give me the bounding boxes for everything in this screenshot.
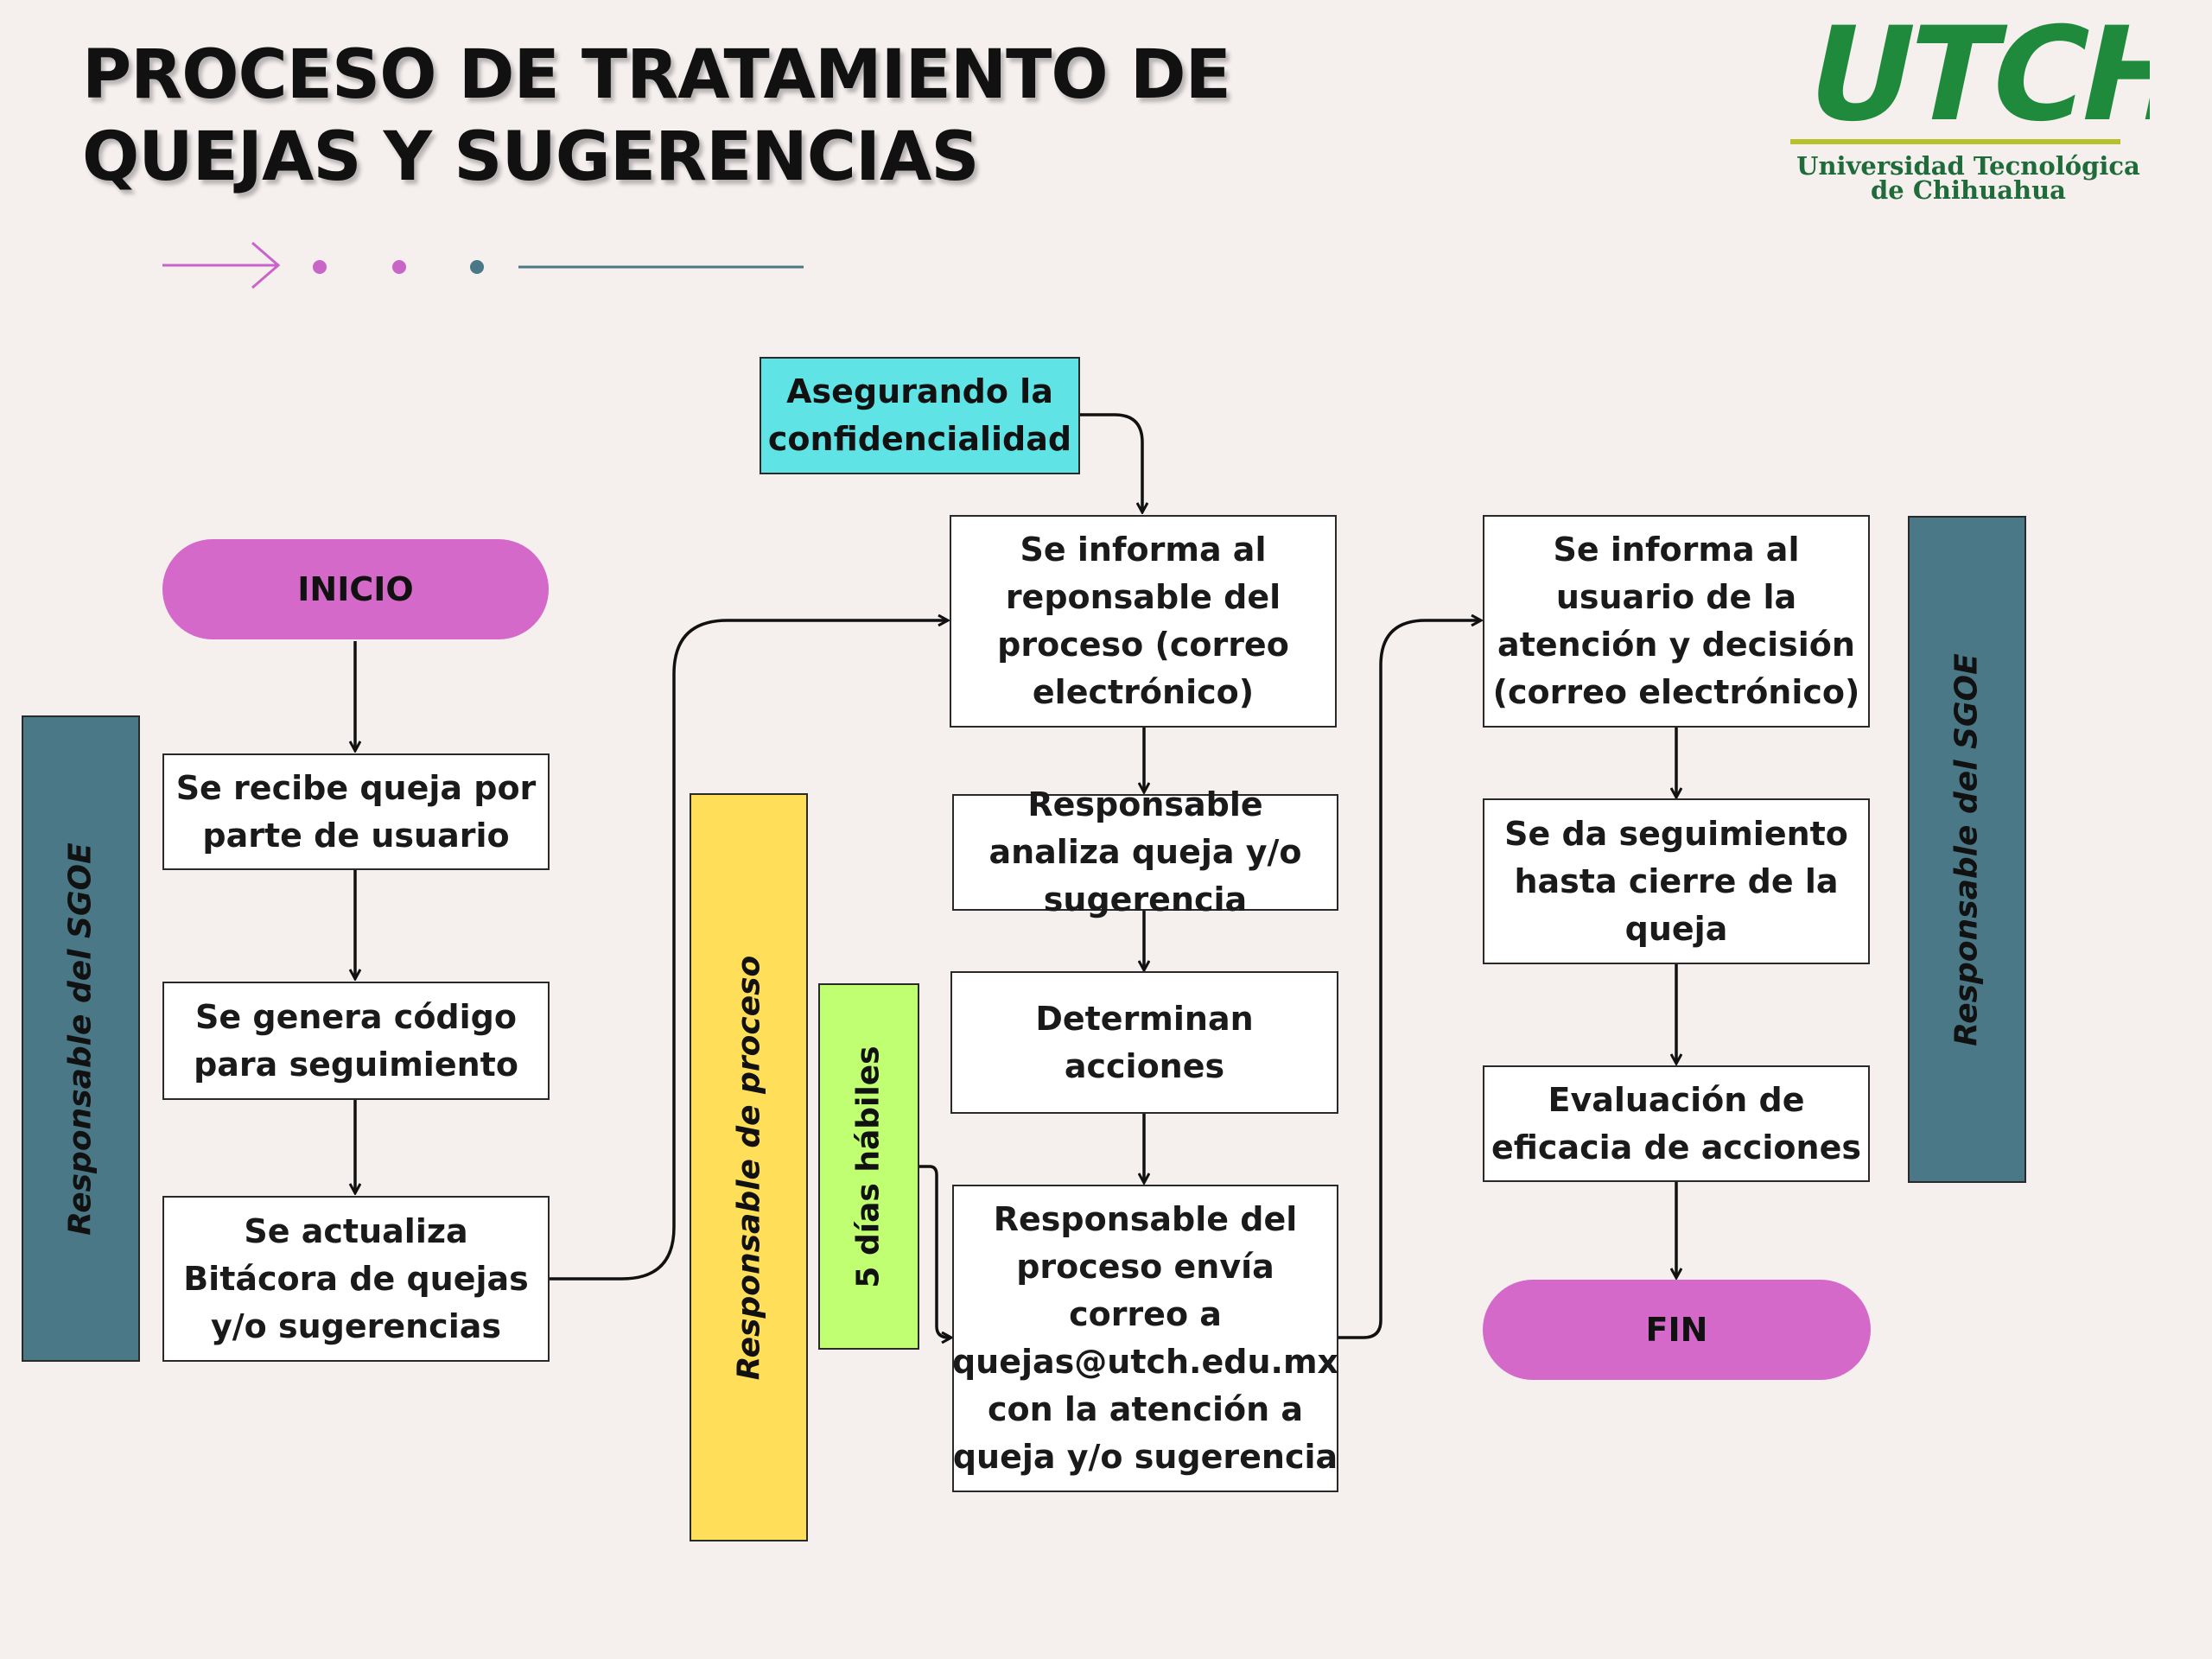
arrow-log-to-inform [550,620,947,1281]
step-update-log: Se actualiza Bitácora de quejas y/o suge… [162,1196,550,1362]
step-generate-code: Se genera código para seguimiento [162,982,550,1100]
title-line-2: QUEJAS Y SUGERENCIAS [82,118,980,196]
page-title: PROCESO DE TRATAMIENTO DE QUEJAS Y SUGER… [82,35,1292,199]
step-inform-owner-label: Se informa al reponsable del proceso (co… [997,531,1289,711]
lane-right-label: Responsable del SGOE [1949,652,1986,1046]
lane-days-label: 5 días hábiles [851,1045,887,1288]
step-inform-owner: Se informa al reponsable del proceso (co… [950,515,1337,728]
step-evaluate-label: Evaluación de eficacia de acciones [1491,1080,1861,1166]
arrow-confidential-to-inform [1080,413,1142,512]
step-inform-user: Se informa al usuario de la atención y d… [1483,515,1870,728]
step-inform-user-label: Se informa al usuario de la atención y d… [1492,531,1860,711]
step-evaluate: Evaluación de eficacia de acciones [1483,1065,1870,1182]
decorative-arrow-dots [162,241,804,289]
lane-right-sgoe: Responsable del SGOE [1908,516,2026,1183]
note-confidentiality: Asegurando la confidencialidad [760,357,1080,474]
step-receive-complaint: Se recibe queja por parte de usuario [162,753,550,870]
lane-left-sgoe: Responsable del SGOE [22,715,140,1362]
note-confidentiality-label: Asegurando la confidencialidad [767,372,1072,458]
step-send-email-label: Responsable del proceso envía correo a q… [951,1200,1339,1476]
end-label: FIN [1645,1311,1708,1349]
step-log-label: Se actualiza Bitácora de quejas y/o suge… [183,1211,529,1345]
arrow-mail-to-user [1338,620,1480,1339]
logo-subtitle: Universidad Tecnológica de Chihuahua [1787,151,2150,205]
step-receive-label: Se recibe queja por parte de usuario [175,768,537,855]
step-determine-actions: Determinan acciones [950,971,1338,1114]
lane-days: 5 días hábiles [818,983,919,1350]
lane-left-label: Responsable del SGOE [63,842,99,1236]
lane-middle-proceso: Responsable de proceso [690,793,808,1541]
arrow-days-to-mail [919,1165,950,1338]
step-send-email: Responsable del proceso envía correo a q… [952,1185,1338,1492]
logo-subtitle-line-2: de Chihuahua [1871,175,2066,205]
step-actions-label: Determinan acciones [1035,999,1254,1085]
title-line-1: PROCESO DE TRATAMIENTO DE [82,36,1231,114]
logo-subtitle-line-1: Universidad Tecnológica [1796,151,2140,181]
step-analyze: Responsable analiza queja y/o sugerencia [952,785,1338,918]
logo-mark: UTCH [1793,17,2150,147]
start-node: INICIO [162,539,549,639]
step-analyze-label: Responsable analiza queja y/o sugerencia [988,785,1302,918]
utch-logo: UTCH [1790,17,2150,147]
step-follow-up: Se da seguimiento hasta cierre de la que… [1483,798,1870,964]
lane-middle-label: Responsable de proceso [731,955,767,1380]
start-label: INICIO [297,570,414,608]
step-code-label: Se genera código para seguimiento [194,997,518,1084]
end-node: FIN [1483,1280,1871,1380]
step-follow-up-label: Se da seguimiento hasta cierre de la que… [1504,814,1848,948]
